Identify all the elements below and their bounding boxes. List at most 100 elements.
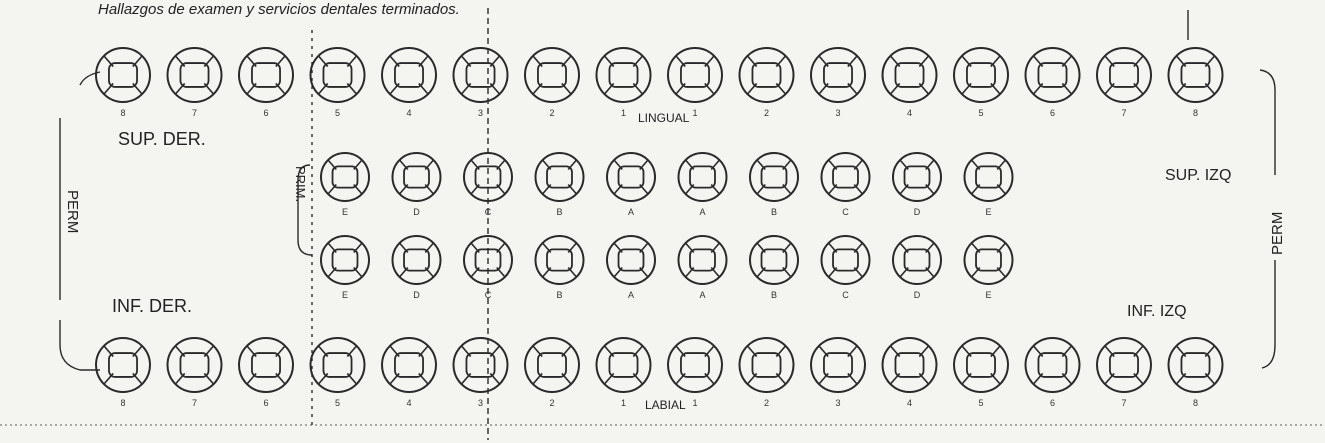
tooth-surface-divider xyxy=(419,83,428,94)
tooth[interactable]: 8 xyxy=(96,48,150,118)
tooth[interactable]: 8 xyxy=(96,338,150,408)
tooth[interactable]: 5 xyxy=(311,48,365,118)
tooth[interactable]: E xyxy=(321,236,369,300)
tooth[interactable]: B xyxy=(750,153,798,217)
tooth[interactable]: 6 xyxy=(239,338,293,408)
tooth[interactable]: 2 xyxy=(525,48,579,118)
tooth[interactable]: 1 xyxy=(597,338,651,408)
tooth[interactable]: B xyxy=(750,236,798,300)
tooth[interactable]: 3 xyxy=(811,48,865,118)
tooth[interactable]: E xyxy=(321,153,369,217)
tooth-surface-divider xyxy=(347,83,356,94)
tooth-surface-divider xyxy=(890,56,899,67)
tooth[interactable]: 3 xyxy=(811,338,865,408)
tooth[interactable]: 1 xyxy=(668,48,722,118)
tooth-surface-divider xyxy=(204,346,213,357)
tooth-surface-divider xyxy=(390,346,399,357)
tooth-surface-divider xyxy=(676,83,685,94)
tooth-number: 3 xyxy=(835,108,840,118)
tooth-number: 2 xyxy=(549,108,554,118)
tooth[interactable]: 2 xyxy=(740,48,794,118)
tooth-number: B xyxy=(771,207,777,217)
tooth-occlusal-surface xyxy=(976,166,1001,187)
tooth-occlusal-surface xyxy=(976,249,1001,270)
tooth-surface-divider xyxy=(328,184,336,193)
tooth[interactable]: A xyxy=(607,153,655,217)
tooth[interactable]: D xyxy=(893,153,941,217)
tooth[interactable]: 7 xyxy=(168,338,222,408)
tooth[interactable]: B xyxy=(536,153,584,217)
tooth-surface-divider xyxy=(962,346,971,357)
tooth[interactable]: D xyxy=(393,236,441,300)
tooth[interactable]: 6 xyxy=(239,48,293,118)
tooth[interactable]: B xyxy=(536,236,584,300)
tooth[interactable]: C xyxy=(822,236,870,300)
tooth-number: D xyxy=(413,207,420,217)
tooth-surface-divider xyxy=(890,346,899,357)
tooth-number: 1 xyxy=(692,108,697,118)
tooth[interactable]: 3 xyxy=(454,338,508,408)
tooth-surface-divider xyxy=(829,160,837,169)
tooth-number: 3 xyxy=(835,398,840,408)
tooth-surface-divider xyxy=(543,160,551,169)
tooth-surface-divider xyxy=(757,243,765,252)
tooth-surface-divider xyxy=(705,346,714,357)
tooth-surface-divider xyxy=(819,83,828,94)
tooth[interactable]: A xyxy=(679,236,727,300)
tooth[interactable]: 4 xyxy=(382,48,436,118)
tooth[interactable]: 2 xyxy=(740,338,794,408)
tooth-surface-divider xyxy=(1205,83,1214,94)
tooth-surface-divider xyxy=(204,373,213,384)
tooth-surface-divider xyxy=(276,83,285,94)
tooth[interactable]: 8 xyxy=(1169,338,1223,408)
tooth-surface-divider xyxy=(991,56,1000,67)
tooth-number: 6 xyxy=(1050,398,1055,408)
tooth[interactable]: E xyxy=(965,236,1013,300)
tooth[interactable]: 6 xyxy=(1026,48,1080,118)
tooth-surface-divider xyxy=(926,160,934,169)
tooth-number: 3 xyxy=(478,108,483,118)
tooth-occlusal-surface xyxy=(547,166,572,187)
tooth[interactable]: 1 xyxy=(597,48,651,118)
tooth-surface-divider xyxy=(614,243,622,252)
tooth[interactable]: 4 xyxy=(883,338,937,408)
tooth[interactable]: 4 xyxy=(883,48,937,118)
tooth[interactable]: 7 xyxy=(1097,48,1151,118)
tooth[interactable]: E xyxy=(965,153,1013,217)
tooth[interactable]: 4 xyxy=(382,338,436,408)
tooth-surface-divider xyxy=(783,267,791,276)
tooth[interactable]: A xyxy=(679,153,727,217)
tooth[interactable]: 6 xyxy=(1026,338,1080,408)
tooth-surface-divider xyxy=(711,184,719,193)
tooth-occlusal-surface xyxy=(252,63,280,87)
upper-primary-row: EDCBAABCDE xyxy=(321,153,1013,217)
tooth-occlusal-surface xyxy=(1110,63,1138,87)
tooth-surface-divider xyxy=(562,83,571,94)
tooth[interactable]: 7 xyxy=(1097,338,1151,408)
tooth[interactable]: D xyxy=(393,153,441,217)
tooth[interactable]: 5 xyxy=(954,338,1008,408)
tooth-surface-divider xyxy=(490,373,499,384)
tooth-occlusal-surface xyxy=(690,166,715,187)
tooth-surface-divider xyxy=(471,243,479,252)
tooth-surface-divider xyxy=(640,267,648,276)
tooth-surface-divider xyxy=(633,83,642,94)
tooth-surface-divider xyxy=(848,346,857,357)
tooth-occlusal-surface xyxy=(109,353,137,377)
tooth[interactable]: 8 xyxy=(1169,48,1223,118)
tooth-occlusal-surface xyxy=(762,249,787,270)
tooth[interactable]: 7 xyxy=(168,48,222,118)
tooth-surface-divider xyxy=(776,346,785,357)
tooth-surface-divider xyxy=(400,243,408,252)
tooth[interactable]: 5 xyxy=(311,338,365,408)
tooth-surface-divider xyxy=(347,56,356,67)
tooth[interactable]: 5 xyxy=(954,48,1008,118)
tooth-number: E xyxy=(342,207,348,217)
tooth[interactable]: A xyxy=(607,236,655,300)
tooth-surface-divider xyxy=(1105,56,1114,67)
tooth-surface-divider xyxy=(1205,373,1214,384)
tooth[interactable]: 3 xyxy=(454,48,508,118)
tooth[interactable]: D xyxy=(893,236,941,300)
tooth[interactable]: 2 xyxy=(525,338,579,408)
tooth[interactable]: C xyxy=(822,153,870,217)
